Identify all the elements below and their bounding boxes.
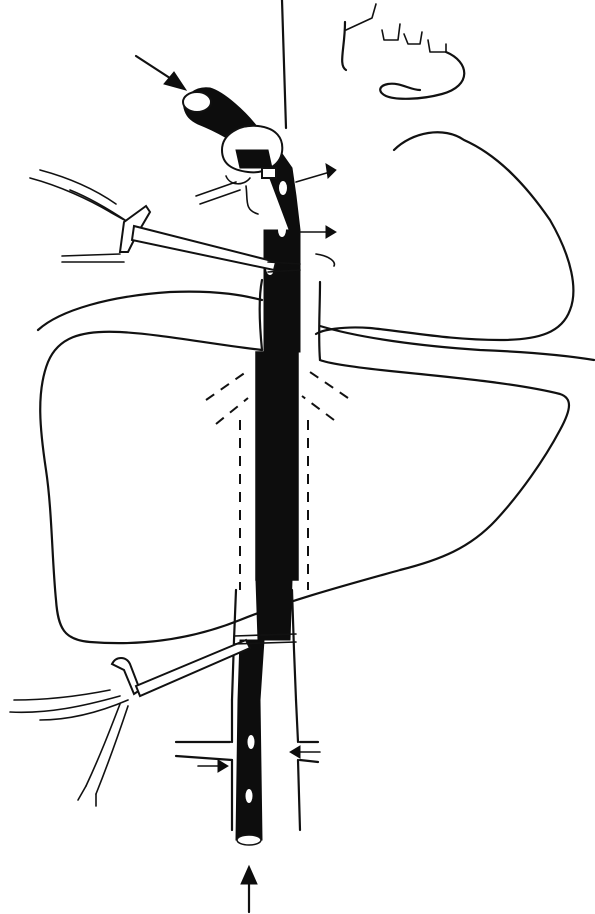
heart-outline	[282, 0, 573, 340]
catheter-icon	[236, 230, 300, 840]
diaphragm-line	[38, 292, 594, 360]
liver-icon	[40, 332, 569, 643]
purse-string-tourniquet	[196, 126, 282, 214]
